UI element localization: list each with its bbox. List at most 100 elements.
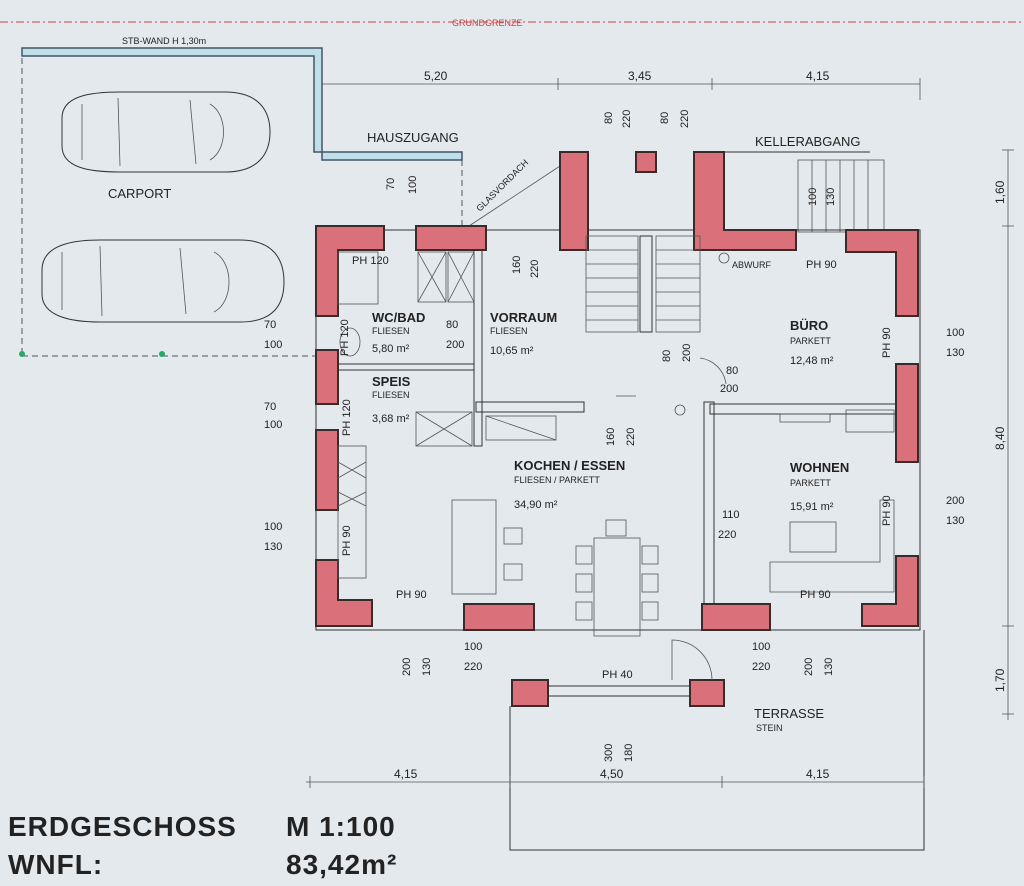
dining-table: [575, 519, 659, 637]
terrace-label: TERRASSE: [754, 706, 824, 721]
room-wohnen: WOHNEN PARKETT 15,91 m²: [790, 460, 849, 513]
room-kochen: KOCHEN / ESSEN FLIESEN / PARKETT 34,90 m…: [514, 458, 625, 511]
opening-size: 100: [946, 327, 964, 339]
room-name: WOHNEN: [790, 460, 849, 475]
wnfl-value: 83,42m²: [286, 849, 397, 880]
room-name: WC/BAD: [372, 310, 425, 325]
carport-outline: CARPORT: [19, 58, 463, 357]
room-name: BÜRO: [790, 318, 828, 333]
opening-size: 80: [659, 112, 671, 124]
canopy-label: GLASVORDACH: [474, 158, 530, 214]
abwurf-label: ABWURF: [732, 260, 771, 270]
opening-size: 70: [385, 178, 397, 190]
opening-ph: PH 120: [339, 319, 351, 356]
dim-bottom-3: 4,15: [806, 767, 830, 781]
carport-label: CARPORT: [108, 186, 171, 201]
cellar-stairs: KELLERABGANG: [720, 134, 885, 233]
opening-size: 220: [752, 661, 770, 673]
opening-ph: PH 90: [396, 589, 427, 601]
dim-bottom-1: 4,15: [394, 767, 418, 781]
opening-size: 80: [446, 319, 458, 331]
room-area: 12,48 m²: [790, 355, 834, 367]
dim-top-2: 3,45: [628, 69, 652, 83]
title-block: ERDGESCHOSS M 1:100 WNFL: 83,42m²: [8, 811, 397, 880]
entrance-label: HAUSZUGANG: [367, 130, 459, 145]
opening-size: 200: [720, 383, 738, 395]
opening-ph: PH 90: [800, 589, 831, 601]
opening-size: 180: [623, 744, 635, 762]
opening-size: 130: [823, 658, 835, 676]
wnfl-label: WNFL:: [8, 849, 103, 880]
opening-size: 220: [621, 110, 633, 128]
dim-right-3: 1,70: [993, 668, 1007, 692]
car-icon: [61, 91, 271, 173]
opening-size: 70: [264, 401, 276, 413]
room-area: 10,65 m²: [490, 345, 534, 357]
bathroom-fixtures: [337, 251, 475, 357]
dim-right-2: 8,40: [993, 426, 1007, 450]
opening-size: 100: [752, 641, 770, 653]
dimension-bottom: 4,15 4,50 4,15: [306, 767, 925, 788]
opening-ph: PH 90: [806, 259, 837, 271]
opening-size: 100: [264, 419, 282, 431]
opening-size: 130: [946, 515, 964, 527]
opening-size: 220: [464, 661, 482, 673]
property-boundary: GRUNDGRENZE: [0, 18, 1024, 28]
kitchen-furniture: [337, 415, 557, 595]
room-area: 34,90 m²: [514, 499, 558, 511]
dimension-right: 1,60 8,40 1,70: [993, 149, 1014, 720]
opening-size: 80: [603, 112, 615, 124]
opening-size: 100: [807, 188, 819, 206]
cellar-stairs-label: KELLERABGANG: [755, 134, 861, 149]
interior-walls: [333, 235, 901, 607]
opening-size: 130: [264, 541, 282, 553]
opening-size: 130: [825, 188, 837, 206]
opening-size: 200: [401, 658, 413, 676]
room-area: 3,68 m²: [372, 413, 410, 425]
opening-size: 100: [407, 176, 419, 194]
opening-size: 80: [726, 365, 738, 377]
room-material: PARKETT: [790, 478, 831, 488]
opening-ph: PH 40: [602, 669, 633, 681]
room-speis: SPEIS FLIESEN 3,68 m²: [372, 374, 411, 425]
dim-right-1: 1,60: [993, 180, 1007, 204]
room-area: 15,91 m²: [790, 501, 834, 513]
scale-label: M 1:100: [286, 811, 396, 842]
dim-top-1: 5,20: [424, 69, 448, 83]
dim-bottom-2: 4,50: [600, 767, 624, 781]
opening-size: 110: [722, 509, 740, 521]
opening-size: 130: [421, 658, 433, 676]
opening-size: 70: [264, 319, 276, 331]
opening-size: 200: [681, 344, 693, 362]
opening-size: 100: [264, 339, 282, 351]
car-icon: [41, 239, 285, 323]
dimension-top: 5,20 3,45 4,15: [321, 69, 921, 100]
room-material: FLIESEN: [372, 326, 410, 336]
terrace-material: STEIN: [756, 723, 783, 733]
room-wc: WC/BAD FLIESEN 5,80 m²: [372, 310, 425, 355]
opening-size: 220: [718, 529, 736, 541]
internal-stairs: [585, 235, 701, 333]
pantry-shelves: [415, 411, 473, 447]
opening-size: 100: [464, 641, 482, 653]
room-name: SPEIS: [372, 374, 411, 389]
opening-size: 200: [803, 658, 815, 676]
room-material: FLIESEN: [372, 390, 410, 400]
opening-ph: PH 120: [341, 399, 353, 436]
opening-size: 220: [529, 260, 541, 278]
boundary-label: GRUNDGRENZE: [452, 18, 523, 28]
stb-wall-label: STB-WAND H 1,30m: [122, 36, 206, 46]
room-material: FLIESEN: [490, 326, 528, 336]
opening-size: 200: [446, 339, 464, 351]
opening-size: 100: [264, 521, 282, 533]
opening-size: 200: [946, 495, 964, 507]
opening-ph: PH 90: [341, 525, 353, 556]
opening-size: 160: [605, 428, 617, 446]
room-buero: BÜRO PARKETT 12,48 m²: [790, 318, 834, 367]
room-vorraum: VORRAUM FLIESEN 10,65 m²: [490, 310, 557, 357]
opening-ph: PH 90: [881, 327, 893, 358]
opening-size: 220: [625, 428, 637, 446]
living-furniture: [769, 409, 895, 593]
room-material: FLIESEN / PARKETT: [514, 475, 600, 485]
